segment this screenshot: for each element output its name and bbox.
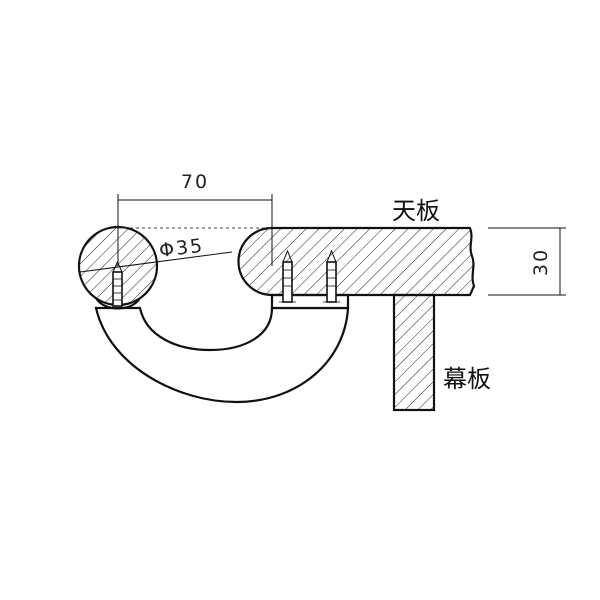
bracket-arm: [94, 306, 350, 404]
screw-left: [279, 249, 296, 303]
width-dimension: 70: [117, 171, 273, 266]
thickness-dimension-label: 30: [530, 248, 552, 276]
screw-right: [323, 249, 340, 303]
thickness-dimension: 30: [488, 227, 566, 296]
top-board-section: [237, 226, 476, 297]
handrail-saddle: [95, 297, 141, 310]
apron-board-section: [392, 293, 436, 412]
diameter-dimension: Φ35: [79, 235, 233, 273]
diameter-dimension-label: Φ35: [158, 235, 205, 262]
top-board-label: 天板: [392, 197, 440, 225]
apron-board-label: 幕板: [443, 365, 491, 393]
screw-handrail: [112, 260, 123, 307]
width-dimension-label: 70: [181, 171, 209, 193]
